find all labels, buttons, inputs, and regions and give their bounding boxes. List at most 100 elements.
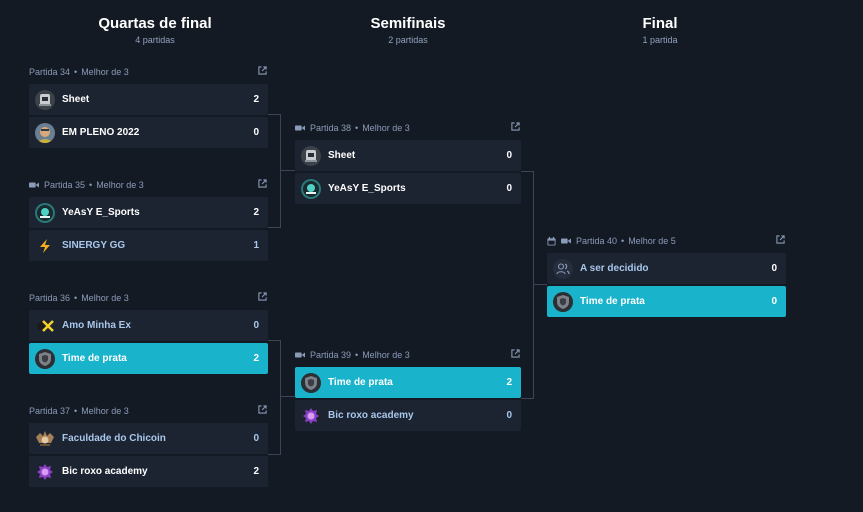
match-format: Melhor de 5: [628, 236, 676, 246]
match-card-35[interactable]: Partida 35 • Melhor de 3 YeAsY E_Sports …: [29, 179, 268, 263]
external-link-icon[interactable]: [511, 349, 520, 358]
external-link-icon[interactable]: [258, 66, 267, 75]
team-row[interactable]: Amo Minha Ex 0: [29, 310, 268, 341]
video-camera-icon: [561, 237, 571, 245]
bracket-connector: [280, 170, 295, 171]
match-format: Melhor de 3: [81, 293, 129, 303]
match-format: Melhor de 3: [81, 406, 129, 416]
video-camera-icon: [295, 351, 305, 359]
video-camera-icon: [295, 124, 305, 132]
external-link-icon[interactable]: [258, 292, 267, 301]
team-logo-amo-minha-ex: [35, 316, 55, 336]
users-placeholder-icon: [553, 258, 573, 279]
match-header: Partida 40 • Melhor de 5: [547, 235, 786, 247]
team-score: 2: [253, 207, 259, 218]
match-label: Partida 36: [29, 293, 71, 303]
team-score: 0: [771, 296, 777, 307]
separator-dot: •: [621, 236, 625, 246]
match-card-36[interactable]: Partida 36 • Melhor de 3 Amo Minha Ex 0 …: [29, 292, 268, 376]
team-row[interactable]: SINERGY GG 1: [29, 230, 268, 261]
match-label: Partida 35: [44, 180, 86, 190]
match-label: Partida 34: [29, 67, 71, 77]
external-link-icon[interactable]: [258, 179, 267, 188]
team-score: 0: [253, 127, 259, 138]
match-card-40[interactable]: Partida 40 • Melhor de 5 A ser decidido …: [547, 235, 786, 319]
team-name: YeAsY E_Sports: [328, 183, 406, 194]
team-logo-em-pleno: [35, 122, 55, 143]
bracket-connector: [268, 114, 281, 228]
team-score: 0: [506, 410, 512, 421]
team-logo-time-de-prata: [35, 348, 55, 369]
separator-dot: •: [355, 123, 359, 133]
match-label: Partida 38: [310, 123, 352, 133]
team-name: Sheet: [62, 94, 90, 105]
team-score: 0: [506, 183, 512, 194]
match-format: Melhor de 3: [362, 350, 410, 360]
team-logo-sinergy: [35, 236, 55, 256]
team-logo-bic-roxo: [301, 406, 321, 426]
team-score: 2: [253, 466, 259, 477]
match-card-34[interactable]: Partida 34 • Melhor de 3 Sheet 2 EM PLEN…: [29, 66, 268, 150]
round-title: Quartas de final: [98, 15, 212, 32]
separator-dot: •: [74, 406, 78, 416]
team-score: 0: [506, 150, 512, 161]
team-row[interactable]: YeAsY E_Sports 2: [29, 197, 268, 228]
team-logo-faculdade-do-chicoin: [35, 429, 55, 449]
separator-dot: •: [74, 67, 78, 77]
team-row-winner[interactable]: Time de prata 0: [547, 286, 786, 317]
team-row[interactable]: EM PLENO 2022 0: [29, 117, 268, 148]
bracket-connector: [268, 340, 281, 455]
round-header-final: Final 1 partida: [560, 15, 760, 45]
separator-dot: •: [74, 293, 78, 303]
team-score: 0: [771, 263, 777, 274]
team-name: Bic roxo academy: [328, 410, 414, 421]
team-logo-yeasy: [301, 178, 321, 199]
team-name: SINERGY GG: [62, 240, 126, 251]
team-row[interactable]: Bic roxo academy 2: [29, 456, 268, 487]
team-logo-bic-roxo: [35, 462, 55, 482]
team-row[interactable]: Sheet 2: [29, 84, 268, 115]
round-header-quartas: Quartas de final 4 partidas: [55, 15, 255, 45]
match-format: Melhor de 3: [362, 123, 410, 133]
separator-dot: •: [355, 350, 359, 360]
team-name: Faculdade do Chicoin: [62, 433, 166, 444]
external-link-icon[interactable]: [776, 235, 785, 244]
match-card-37[interactable]: Partida 37 • Melhor de 3 Faculdade do Ch…: [29, 405, 268, 489]
team-score: 2: [506, 377, 512, 388]
team-name: Time de prata: [580, 296, 645, 307]
bracket-connector: [280, 396, 295, 397]
team-row[interactable]: YeAsY E_Sports 0: [295, 173, 521, 204]
match-label: Partida 37: [29, 406, 71, 416]
match-header: Partida 35 • Melhor de 3: [29, 179, 268, 191]
match-card-39[interactable]: Partida 39 • Melhor de 3 Time de prata 2…: [295, 349, 521, 433]
team-name: Bic roxo academy: [62, 466, 148, 477]
team-name: EM PLENO 2022: [62, 127, 140, 138]
calendar-icon: [547, 236, 556, 246]
team-score: 2: [253, 94, 259, 105]
team-row[interactable]: Faculdade do Chicoin 0: [29, 423, 268, 454]
team-name: Amo Minha Ex: [62, 320, 131, 331]
match-card-38[interactable]: Partida 38 • Melhor de 3 Sheet 0 YeAsY E…: [295, 122, 521, 206]
round-title: Final: [642, 15, 678, 32]
team-logo-sheet: [35, 89, 55, 110]
team-row-tbd[interactable]: A ser decidido 0: [547, 253, 786, 284]
video-camera-icon: [29, 181, 39, 189]
match-label: Partida 40: [576, 236, 618, 246]
team-score: 0: [253, 320, 259, 331]
match-header: Partida 39 • Melhor de 3: [295, 349, 521, 361]
team-row-winner[interactable]: Time de prata 2: [295, 367, 521, 398]
team-logo-sheet: [301, 145, 321, 166]
bracket-connector: [533, 284, 547, 285]
match-format: Melhor de 3: [81, 67, 129, 77]
external-link-icon[interactable]: [258, 405, 267, 414]
team-row-winner[interactable]: Time de prata 2: [29, 343, 268, 374]
team-logo-time-de-prata: [553, 291, 573, 312]
round-subtitle: 2 partidas: [388, 35, 428, 45]
match-header: Partida 36 • Melhor de 3: [29, 292, 268, 304]
team-score: 1: [253, 240, 259, 251]
round-title: Semifinais: [370, 15, 446, 32]
round-subtitle: 1 partida: [642, 35, 678, 45]
team-row[interactable]: Bic roxo academy 0: [295, 400, 521, 431]
external-link-icon[interactable]: [511, 122, 520, 131]
team-row[interactable]: Sheet 0: [295, 140, 521, 171]
